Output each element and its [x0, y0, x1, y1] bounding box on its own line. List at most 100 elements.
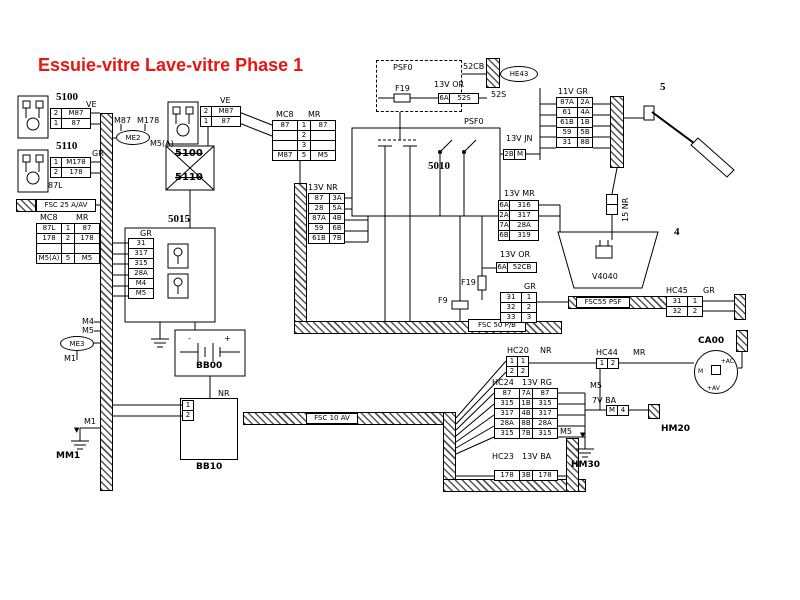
wire-label-gr-hc45: GR: [703, 286, 715, 295]
pin-cell: 52S: [449, 93, 479, 104]
motor-icon: [17, 149, 49, 193]
connector-label-mc8-left: MC8: [40, 213, 58, 222]
pin-cell: 315: [532, 428, 558, 439]
connector-label-hc23: HC23: [492, 452, 514, 461]
pin-cell: M5: [128, 288, 154, 299]
pin-cell: 3B: [519, 470, 533, 481]
wire-label-gr-left: GR: [92, 149, 104, 158]
fuse-box-fsc10: FSC 10 AV: [306, 413, 358, 424]
wire-label-m4-me3: M4: [82, 317, 94, 326]
component-label-psf0: PSF0: [393, 63, 413, 72]
component-label-5015: 5015: [168, 213, 190, 225]
wire-label-13v-rg: 13V RG: [522, 378, 552, 387]
connector-label-hc20: HC20: [507, 346, 529, 355]
splice-me3: ME3: [60, 336, 94, 351]
wire-label-15-nr: 15 NR: [621, 197, 630, 222]
connector-table-15-nr: [606, 194, 618, 215]
harness-bar-left: [100, 113, 113, 491]
component-label-hm20: HM20: [661, 424, 691, 434]
wire-label-m5-right: M5: [590, 381, 602, 390]
wire-label-m178: M178: [137, 116, 160, 125]
pin-cell: 178: [494, 470, 520, 481]
wire-label-m1-me3: M1: [64, 354, 76, 363]
pin-cell: 319: [509, 230, 539, 241]
pin-row: M5: [128, 288, 154, 299]
connector-label-hc45: HC45: [666, 286, 688, 295]
component-label-5100-left: 5100: [56, 91, 78, 103]
pin-cell: 4: [617, 405, 629, 416]
pin-cell: 3: [521, 312, 537, 323]
harness-stub-hm20: [648, 404, 660, 419]
pin-cell: M5: [74, 253, 100, 264]
connector-label-hc24: HC24: [492, 378, 514, 387]
ca00-position-m: M: [698, 368, 704, 375]
pin-cell: 33: [500, 312, 522, 323]
fuse-label-f19-2: F19: [461, 278, 476, 287]
fuse-box-fsc25: FSC 25 A/AV: [36, 199, 96, 212]
battery-minus-label: -: [188, 334, 191, 343]
wire-label-nr-bb10: NR: [218, 389, 230, 398]
wire-label-13v-jn: 13V JN: [506, 134, 533, 143]
harness-stub-psf0: [486, 58, 500, 88]
ca00-position-av: +AV: [707, 385, 720, 392]
ignition-switch-ca00: +AC M +AV: [694, 350, 738, 394]
component-5015-box: [124, 227, 216, 323]
component-label-bb10: BB10: [196, 462, 223, 472]
battery-bb00: [174, 329, 246, 377]
component-label-bb00: BB00: [196, 361, 223, 371]
harness-stub-fsc25: [16, 199, 36, 212]
harness-stub-ca00: [736, 330, 748, 352]
pin-cell: 2: [687, 306, 703, 317]
motor-icon: [167, 101, 199, 145]
component-bb10-box: [180, 398, 238, 460]
component-label-5100-crossed: 5100: [175, 148, 203, 159]
wire-label-52s: 52S: [491, 90, 507, 99]
washer-pump-v4040: [557, 231, 659, 289]
ground-arrow-mm1-icon: ▼: [74, 426, 80, 434]
ground-symbol-5015: [151, 334, 169, 348]
component-label-ca00: CA00: [698, 336, 725, 346]
wire-label-52cb: 52CB: [463, 62, 485, 71]
wire-label-13v-or-2: 13V OR: [500, 250, 531, 259]
wire-label-mr-center: MR: [308, 110, 321, 119]
crossed-out-variant-box: [165, 145, 215, 191]
pin-cell: 178: [532, 470, 558, 481]
wire-label-ve-left: VE: [86, 100, 97, 109]
pin-cell: 2: [517, 366, 529, 377]
harness-bar-right: [610, 96, 624, 168]
pin-cell: M5: [310, 150, 336, 161]
component-label-5110-crossed: 5110: [175, 172, 203, 183]
component-label-5: 5: [660, 81, 666, 93]
splice-he43: HE43: [500, 66, 538, 82]
wire-label-m87: M87: [114, 116, 132, 125]
splice-me2: ME2: [116, 130, 150, 145]
wire-label-13v-or: 13V OR: [434, 80, 465, 89]
motor-icon: [17, 95, 49, 139]
